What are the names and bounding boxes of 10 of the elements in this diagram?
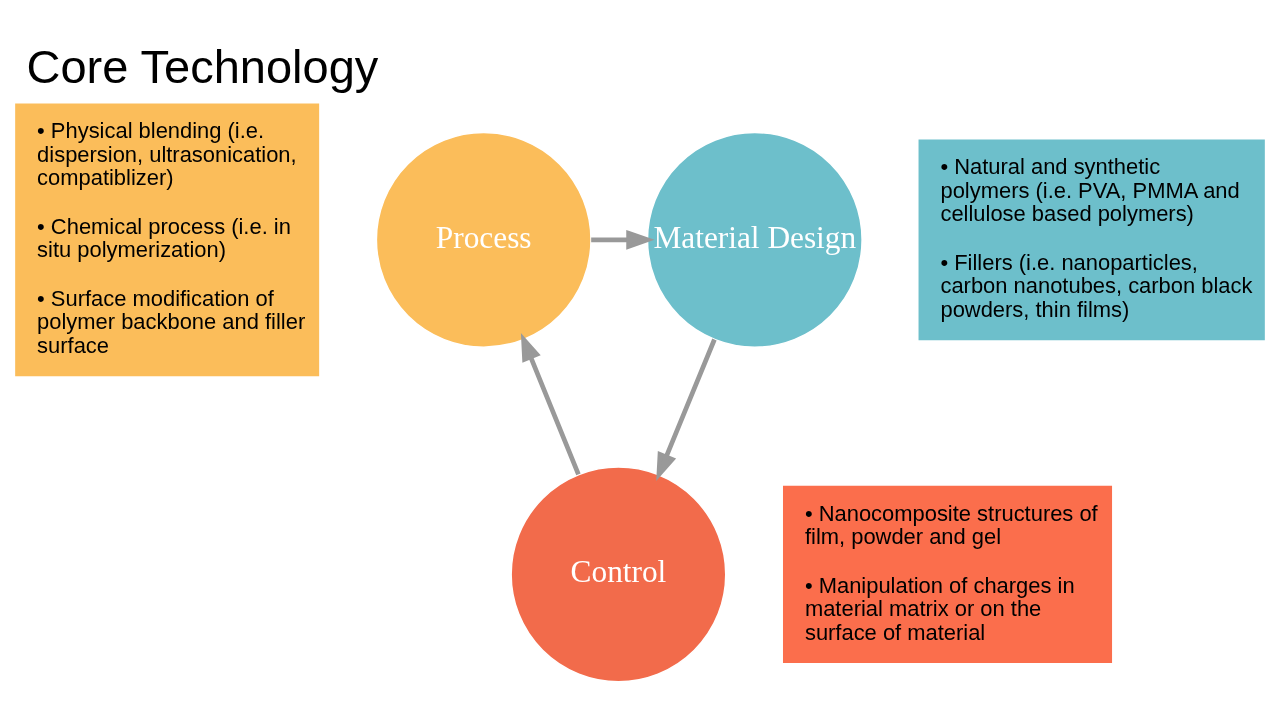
- node-box: • Nanocomposite structures of film, powder and gel • Manipulation of charges in material matrix or on the surface of material: [783, 485, 1113, 663]
- node-box: • Physical blending (i.e. dispersion, ultrasonication, compatiblizer) • Chemical process (i.e. in situ polymerization) • Surface modification of polymer backbone and filler surface: [15, 103, 320, 376]
- diagram-title: Core Technology: [26, 39, 379, 93]
- arrow: [656, 338, 717, 481]
- arrow: [520, 332, 581, 475]
- arrow: [591, 229, 655, 250]
- node-circle: Process: [375, 131, 592, 348]
- node-box: • Natural and synthetic polymers (i.e. PVA, PMMA and cellulose based polymers) • Fillers (i.e. nanoparticles, carbon nanotubes, carbon black powders, thin films): [918, 139, 1265, 340]
- node-circle: Material Design: [646, 131, 863, 348]
- node-circle: Control: [510, 465, 727, 682]
